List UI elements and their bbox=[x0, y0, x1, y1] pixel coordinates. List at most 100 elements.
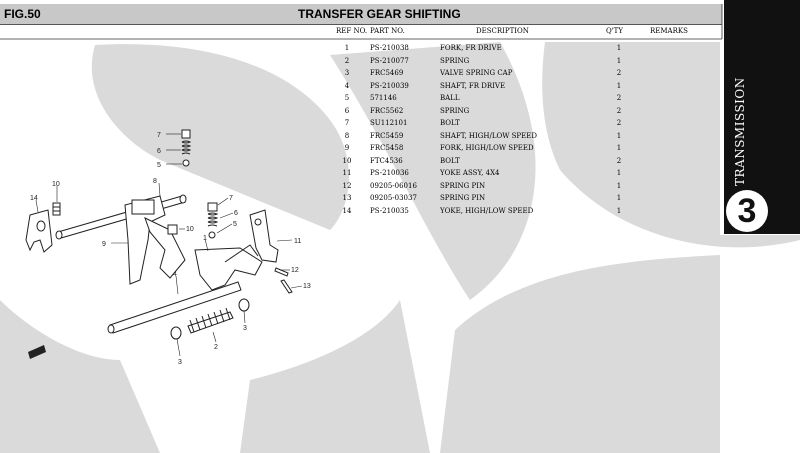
desc-cell: BOLT bbox=[440, 119, 460, 127]
part-cell: 571146 bbox=[370, 94, 397, 102]
part-cell: PS-210039 bbox=[370, 81, 409, 90]
col-qty-header: Q'TY bbox=[606, 27, 623, 35]
spring-pin-12 bbox=[274, 267, 289, 277]
col-remarks-header: REMARKS bbox=[650, 27, 688, 35]
callout-4: 4 bbox=[173, 271, 177, 278]
callout-12: 12 bbox=[291, 267, 299, 274]
callout-3-left: 3 bbox=[178, 359, 182, 366]
spring-pin-13 bbox=[280, 279, 293, 294]
callout-2: 2 bbox=[214, 344, 218, 351]
callout-7-lower: 7 bbox=[229, 195, 233, 202]
desc-cell: SHAFT, FR DRIVE bbox=[440, 81, 506, 90]
qty-cell: 1 bbox=[616, 194, 622, 202]
ref-cell: 1 bbox=[344, 44, 350, 52]
chapter-number: 3 bbox=[737, 192, 757, 230]
qty-cell: 2 bbox=[616, 69, 622, 77]
qty-cell: 1 bbox=[616, 144, 622, 152]
front-drive-fork bbox=[194, 244, 263, 291]
front-drive-shaft bbox=[107, 281, 242, 334]
header-bar: FIG.50 TRANSFER GEAR SHIFTING bbox=[0, 4, 722, 25]
col-ref-header: REF NO. bbox=[336, 27, 368, 35]
valve-spring-cap-left bbox=[170, 326, 182, 340]
bolt-10-right bbox=[167, 224, 178, 235]
ref-cell: 3 bbox=[344, 69, 350, 77]
ref-cell: 7 bbox=[344, 119, 350, 127]
qty-cell: 1 bbox=[616, 44, 622, 52]
part-cell: FRC5469 bbox=[370, 69, 404, 77]
ref-cell: 9 bbox=[344, 144, 350, 152]
part-cell: PS-210077 bbox=[370, 56, 409, 65]
front-arrow-icon bbox=[28, 345, 46, 359]
ref-cell: 14 bbox=[342, 206, 352, 215]
ref-cell: 11 bbox=[342, 169, 352, 177]
qty-cell: 1 bbox=[616, 206, 622, 215]
ref-cell: 8 bbox=[344, 131, 350, 140]
part-cell: PS-210036 bbox=[370, 169, 409, 177]
bolt-10-left bbox=[52, 202, 61, 216]
ref-cell: 5 bbox=[344, 94, 350, 102]
part-cell: SU112101 bbox=[370, 119, 408, 127]
yoke-high-low bbox=[25, 209, 53, 253]
figure-number: FIG.50 bbox=[4, 7, 41, 21]
callout-5-upper: 5 bbox=[157, 162, 161, 169]
qty-cell: 2 bbox=[616, 119, 622, 127]
callout-8: 8 bbox=[153, 178, 157, 185]
ref-cell: 6 bbox=[344, 106, 350, 115]
detent-stack-lower bbox=[207, 202, 219, 239]
callout-9: 9 bbox=[102, 241, 106, 248]
ref-cell: 12 bbox=[342, 181, 352, 190]
desc-cell: YOKE, HIGH/LOW SPEED bbox=[440, 206, 534, 215]
desc-cell: SPRING bbox=[440, 106, 470, 115]
desc-cell: SHAFT, HIGH/LOW SPEED bbox=[440, 131, 537, 140]
desc-cell: SPRING bbox=[440, 56, 470, 65]
callout-6-upper: 6 bbox=[157, 148, 161, 155]
qty-cell: 1 bbox=[616, 169, 622, 177]
desc-cell: SPRING PIN bbox=[440, 194, 486, 202]
qty-cell: 1 bbox=[616, 81, 622, 90]
qty-cell: 1 bbox=[616, 181, 622, 190]
callout-14: 14 bbox=[30, 195, 38, 202]
part-cell: PS-210038 bbox=[370, 44, 409, 52]
callout-5-lower: 5 bbox=[233, 221, 237, 228]
ref-cell: 13 bbox=[342, 194, 352, 202]
part-cell: FRC5459 bbox=[370, 131, 404, 140]
part-cell: 09205-03037 bbox=[370, 194, 417, 202]
callout-11: 11 bbox=[294, 238, 301, 245]
leader-lines bbox=[35, 133, 303, 357]
qty-cell: 2 bbox=[616, 106, 622, 115]
part-cell: 09205-06016 bbox=[370, 181, 417, 190]
chapter-tab-label: TRANSMISSION bbox=[733, 77, 747, 186]
col-part-header: PART NO. bbox=[370, 27, 405, 35]
qty-cell: 1 bbox=[616, 56, 622, 65]
desc-cell: SPRING PIN bbox=[440, 181, 486, 190]
callout-7-upper: 7 bbox=[157, 132, 161, 139]
callout-1: 1 bbox=[203, 235, 207, 242]
desc-cell: BALL bbox=[440, 94, 460, 102]
callout-13: 13 bbox=[303, 283, 311, 290]
desc-cell: YOKE ASSY, 4X4 bbox=[440, 169, 500, 177]
qty-cell: 2 bbox=[616, 94, 622, 102]
part-cell: PS-210035 bbox=[370, 206, 409, 215]
yoke-assy-4x4 bbox=[249, 209, 279, 263]
qty-cell: 1 bbox=[616, 131, 622, 140]
ref-cell: 4 bbox=[344, 81, 350, 90]
desc-cell: BOLT bbox=[440, 156, 460, 165]
detent-stack-upper bbox=[181, 129, 192, 167]
part-cell: FRC5458 bbox=[370, 144, 404, 152]
high-low-fork bbox=[124, 195, 186, 285]
col-desc-header: DESCRIPTION bbox=[476, 27, 529, 35]
desc-cell: FORK, HIGH/LOW SPEED bbox=[440, 144, 534, 152]
ref-cell: 2 bbox=[344, 56, 350, 65]
part-cell: FTC4536 bbox=[370, 156, 403, 165]
valve-spring-cap-right bbox=[238, 298, 250, 312]
callout-3-right: 3 bbox=[243, 325, 247, 332]
part-cell: FRC5562 bbox=[370, 106, 404, 115]
desc-cell: FORK, FR DRIVE bbox=[440, 44, 502, 52]
chapter-number-badge: 3 bbox=[726, 190, 768, 232]
callout-6-lower: 6 bbox=[234, 210, 238, 217]
callout-10-left: 10 bbox=[52, 181, 60, 188]
qty-cell: 2 bbox=[616, 156, 622, 165]
page-title: TRANSFER GEAR SHIFTING bbox=[298, 7, 461, 21]
